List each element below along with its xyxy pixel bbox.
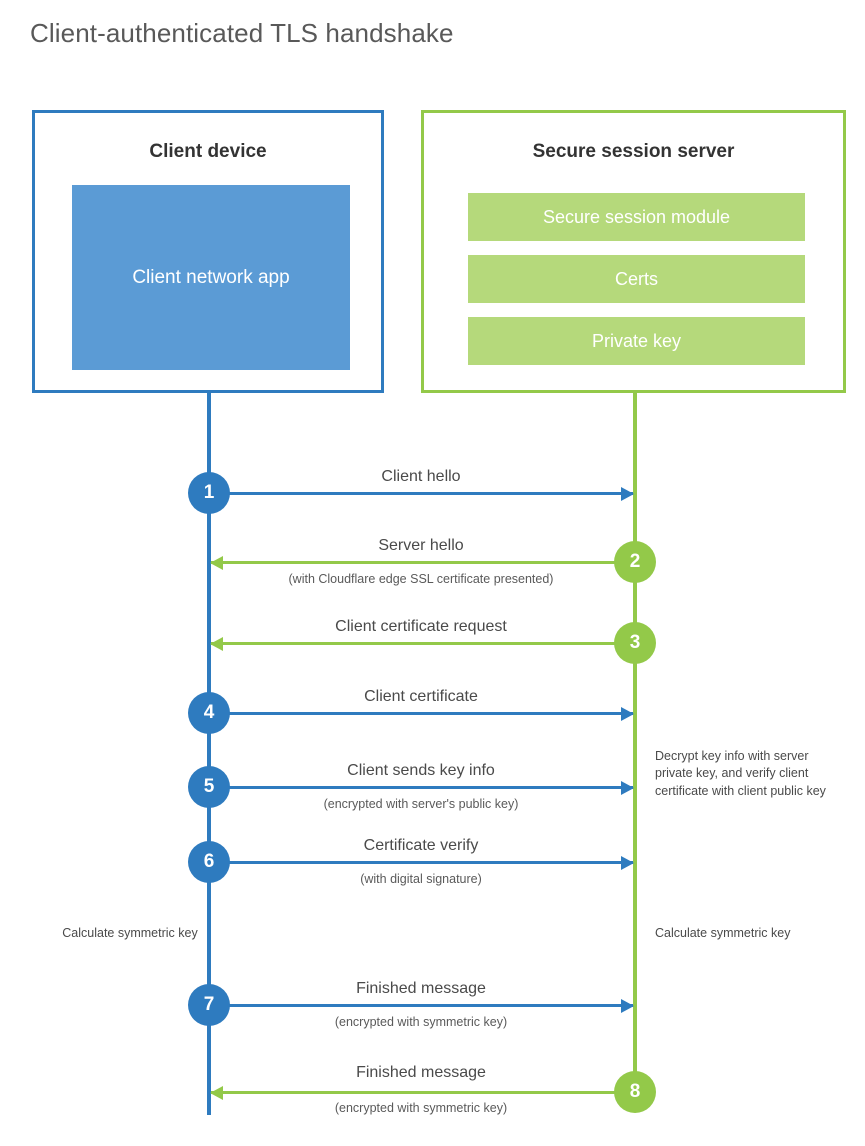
step-1-marker: 1 — [188, 472, 230, 514]
step-4-marker: 4 — [188, 692, 230, 734]
server-decrypt-annotation: Decrypt key info with server private key… — [655, 749, 826, 798]
step-7-marker: 7 — [188, 984, 230, 1026]
arrow-head-right-icon — [621, 486, 634, 501]
step-1-arrow — [209, 486, 634, 501]
step-7-label: Finished message — [356, 980, 486, 997]
step-5-arrow — [209, 780, 634, 795]
step-2-label: Server hello — [378, 537, 464, 554]
arrow-head-right-icon — [621, 780, 634, 795]
step-7-arrow — [209, 998, 634, 1013]
arrow-head-left-icon — [210, 555, 223, 570]
client-lifeline — [207, 393, 211, 1115]
step-5-sublabel: (encrypted with server's public key) — [323, 797, 519, 811]
step-5-label: Client sends key info — [347, 762, 495, 779]
step-3-label: Client certificate request — [335, 618, 507, 635]
arrow-head-right-icon — [621, 706, 634, 721]
step-5-marker: 5 — [188, 766, 230, 808]
step-8-marker: 8 — [614, 1071, 656, 1113]
client-device-title: Client device — [149, 141, 267, 162]
step-3-marker: 3 — [614, 622, 656, 664]
server-component-secure-session-module: Secure session module — [468, 193, 805, 241]
step-3-arrow — [210, 636, 635, 651]
step-6-arrow — [209, 855, 634, 870]
arrow-head-right-icon — [621, 998, 634, 1013]
client-calculate-symmetric-key-note: Calculate symmetric key — [62, 926, 198, 940]
step-6-label: Certificate verify — [363, 837, 479, 854]
server-calculate-symmetric-key-note: Calculate symmetric key — [655, 926, 791, 940]
step-4-label: Client certificate — [364, 688, 478, 705]
step-8-sublabel: (encrypted with symmetric key) — [334, 1101, 508, 1115]
server-component-certs: Certs — [468, 255, 805, 303]
server-component-private-key: Private key — [468, 317, 805, 365]
secure-session-server-title: Secure session server — [532, 141, 735, 162]
client-device-box: Client device Client network app — [32, 110, 384, 393]
step-6-marker: 6 — [188, 841, 230, 883]
secure-session-server-box: Secure session server Secure session mod… — [421, 110, 846, 393]
step-2-marker: 2 — [614, 541, 656, 583]
page-title: Client-authenticated TLS handshake — [30, 18, 454, 48]
step-7-sublabel: (encrypted with symmetric key) — [334, 1015, 508, 1029]
step-8-arrow — [210, 1085, 635, 1100]
server-lifeline — [633, 393, 637, 1093]
arrow-head-left-icon — [210, 1085, 223, 1100]
step-2-arrow — [210, 555, 635, 570]
step-6-sublabel: (with digital signature) — [360, 872, 482, 886]
step-8-label: Finished message — [356, 1064, 486, 1081]
step-2-sublabel: (with Cloudflare edge SSL certificate pr… — [288, 572, 554, 586]
step-1-label: Client hello — [381, 468, 461, 485]
step-4-arrow — [209, 706, 634, 721]
client-network-app-block: Client network app — [72, 185, 350, 370]
arrow-head-right-icon — [621, 855, 634, 870]
arrow-head-left-icon — [210, 636, 223, 651]
